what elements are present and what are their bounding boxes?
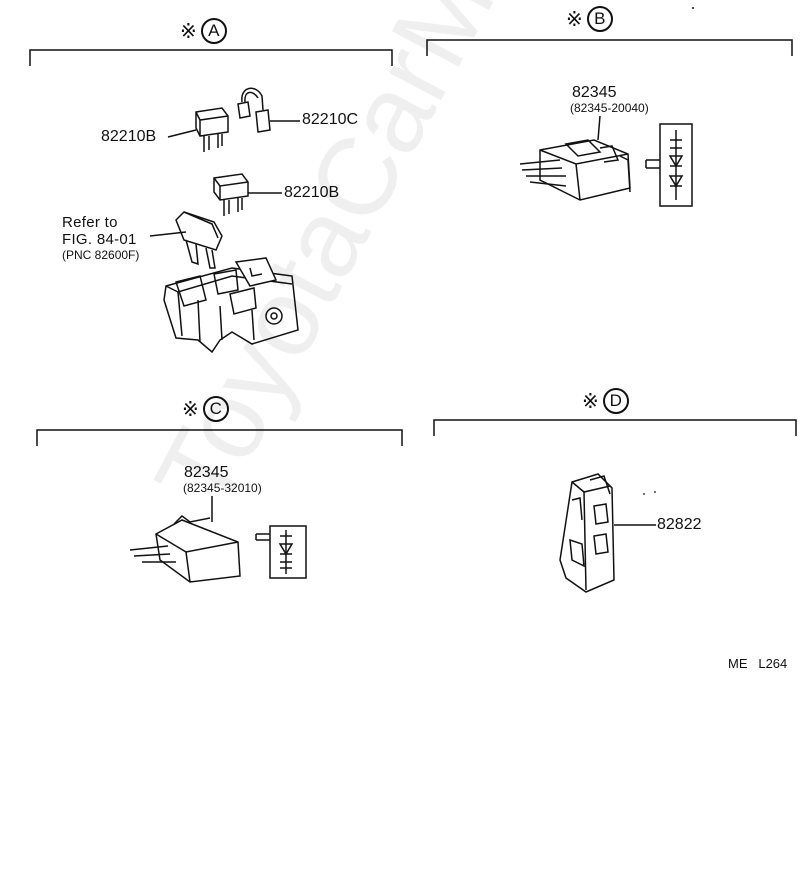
section-d-header: ※ D: [582, 388, 629, 414]
fuse-82210b-middle: [213, 173, 249, 216]
diode-c: [255, 525, 307, 579]
part-label-82210b-middle: 82210B: [284, 184, 340, 201]
leader-relay-b: [597, 115, 601, 141]
part-alt-82345-32010: (82345-32010): [183, 481, 262, 495]
diode-b: [645, 123, 693, 207]
reference-mark: ※: [182, 397, 199, 421]
reference-mark: ※: [566, 7, 583, 31]
fuse-82210b-upper: [195, 107, 229, 152]
relay-82345-c: [129, 515, 241, 583]
section-d-bracket: [433, 419, 797, 436]
section-b-bracket: [426, 39, 793, 56]
part-label-82210b-upper: 82210B: [101, 128, 157, 145]
part-label-82822: 82822: [657, 516, 702, 533]
leader-refer: [149, 231, 187, 237]
section-a-bracket: [29, 49, 393, 66]
diagram-code: ME L264: [728, 656, 788, 671]
relay-block: [163, 257, 299, 354]
reference-mark: ※: [582, 389, 599, 413]
refer-line-3: (PNC 82600F): [62, 248, 140, 262]
section-d-letter: D: [602, 388, 629, 414]
part-alt-82345-20040: (82345-20040): [570, 101, 649, 115]
refer-line-1: Refer to: [62, 214, 118, 231]
section-c-bracket: [36, 429, 403, 446]
leader-82210b-upper: [167, 129, 197, 138]
section-c-letter: C: [202, 396, 229, 422]
reference-mark: ※: [180, 19, 197, 43]
relay-82345-b: [519, 139, 631, 201]
part-label-82345-c: 82345: [184, 464, 229, 481]
part-label-82210c: 82210C: [302, 111, 359, 128]
section-b-letter: B: [586, 6, 613, 32]
refer-line-2: FIG. 84-01: [62, 231, 137, 248]
section-c-header: ※ C: [182, 396, 229, 422]
fuse-large: [175, 211, 223, 269]
clip-82822: [559, 473, 615, 593]
section-a-header: ※ A: [180, 18, 227, 44]
section-b-header: ※ B: [566, 6, 613, 32]
section-a-letter: A: [200, 18, 227, 44]
fuse-82210c: [237, 87, 271, 133]
part-label-82345-b: 82345: [572, 84, 617, 101]
